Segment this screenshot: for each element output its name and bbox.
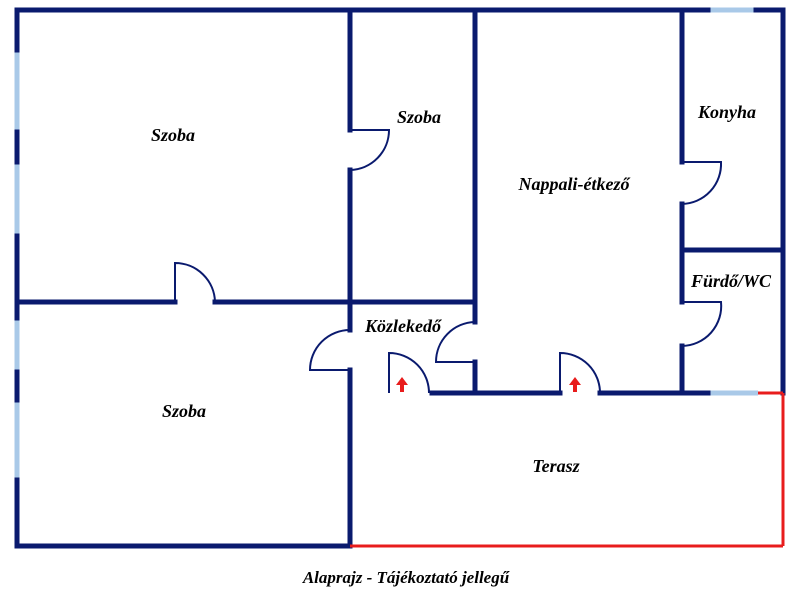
windows — [14, 7, 758, 480]
door-hallway-living — [434, 321, 476, 363]
walls — [14, 7, 786, 549]
door-top-left-room — [174, 261, 216, 303]
door-kitchen — [681, 161, 723, 205]
room-labels: Szoba Szoba Nappali-étkező Konyha Fürdő/… — [151, 102, 772, 476]
room-label-living-dining: Nappali-étkező — [518, 174, 631, 194]
terrace-outline — [350, 391, 785, 548]
door-bottom-left-room — [308, 329, 351, 371]
plan-caption: Alaprajz - Tájékoztató jellegű — [302, 568, 510, 587]
doors — [174, 129, 723, 394]
entry-arrow-icon — [569, 377, 581, 392]
room-label-bathroom: Fürdő/WC — [690, 271, 772, 291]
door-middle-room — [349, 129, 391, 171]
door-bathroom — [681, 301, 723, 347]
door-entry-hallway — [388, 351, 430, 394]
room-label-kitchen: Konyha — [697, 102, 756, 122]
room-label-terrace: Terasz — [532, 456, 579, 476]
room-label-bedroom-top-middle: Szoba — [397, 107, 441, 127]
door-entry-living — [559, 351, 601, 394]
room-label-bedroom-bottom-left: Szoba — [162, 401, 206, 421]
room-label-hallway: Közlekedő — [364, 316, 442, 336]
room-label-bedroom-top-left: Szoba — [151, 125, 195, 145]
entry-arrow-icon — [396, 377, 408, 392]
entry-arrows — [396, 377, 581, 392]
